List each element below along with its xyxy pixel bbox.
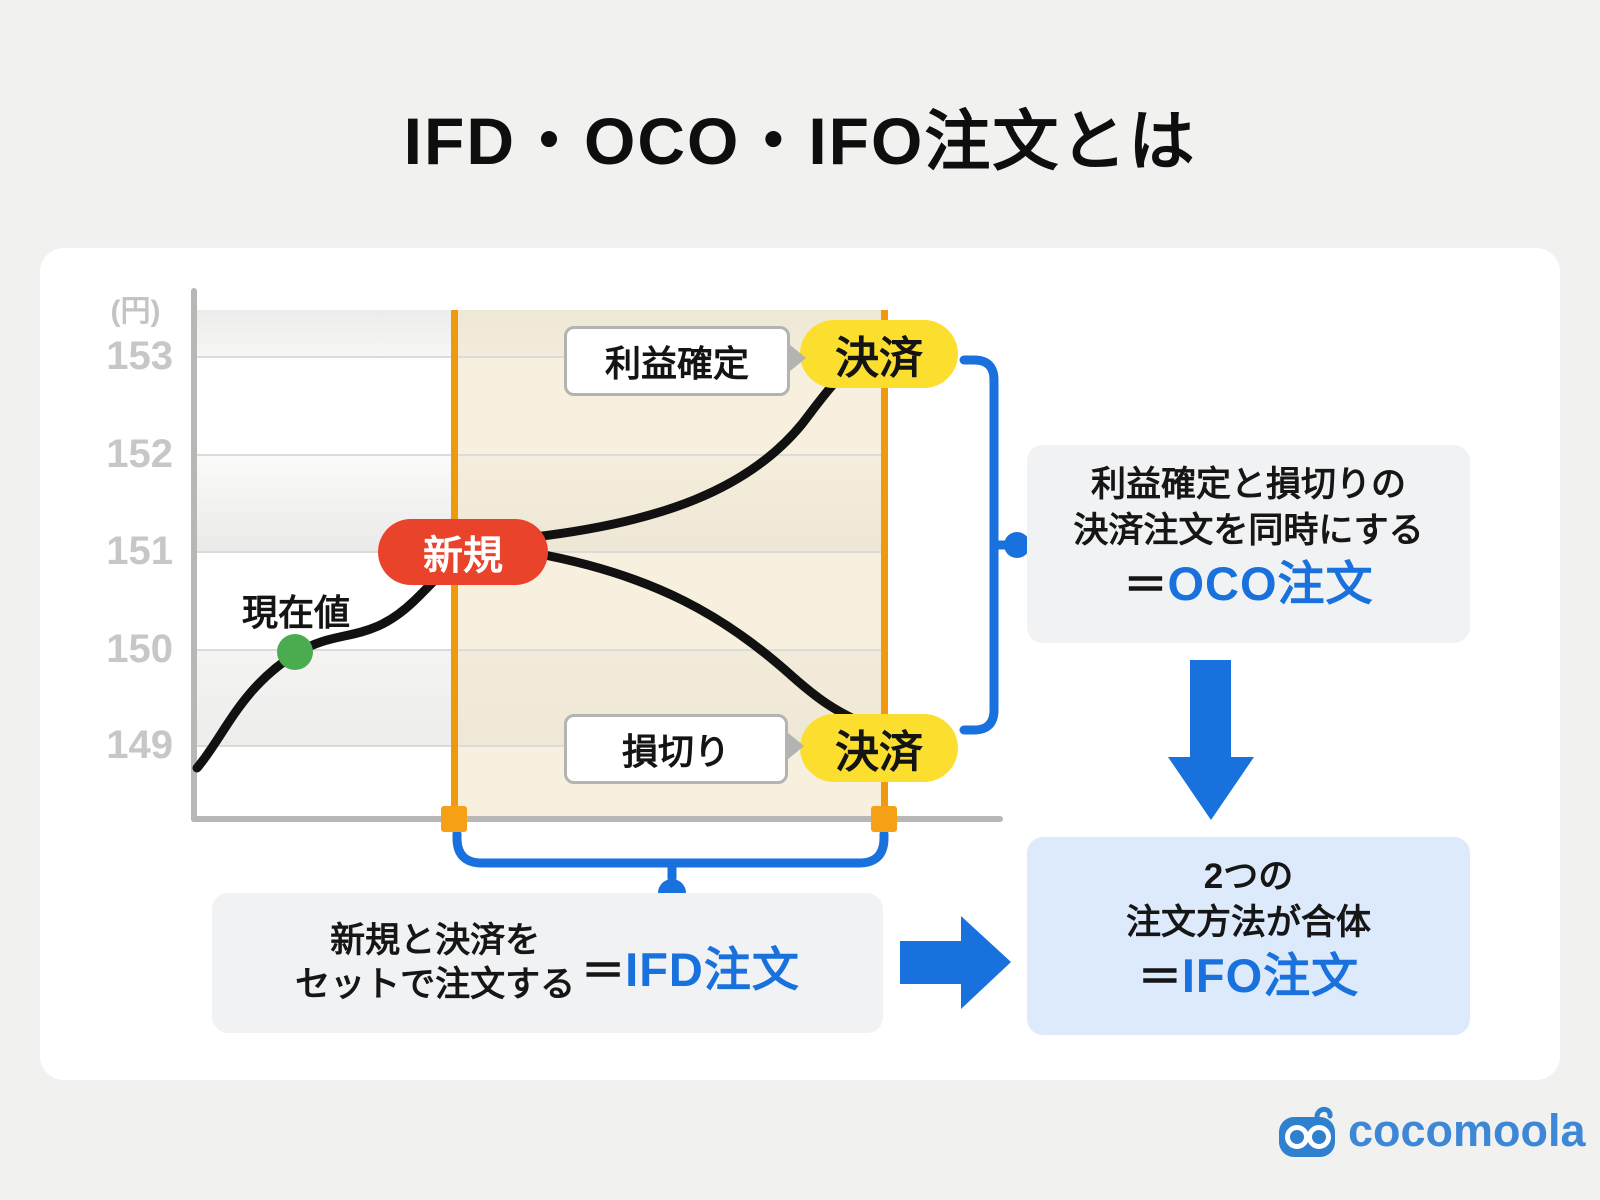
page-title: IFD・OCO・IFO注文とは bbox=[403, 104, 1197, 178]
exit-order-line bbox=[881, 310, 888, 816]
new-order-pill: 新規 bbox=[378, 519, 548, 585]
ifo-note-line1: 2つの bbox=[1203, 857, 1294, 896]
ifd-note-line1: 新規と決済を bbox=[330, 921, 541, 960]
ifd-note-box: 新規と決済を セットで注文する ＝IFD注文 bbox=[212, 893, 883, 1033]
oco-name: OCO注文 bbox=[1167, 557, 1374, 610]
brand-logo: cocomoola bbox=[1276, 1104, 1586, 1158]
ifd-name: IFD注文 bbox=[625, 943, 800, 996]
oco-note-box: 利益確定と損切りの 決済注文を同時にする ＝OCO注文 bbox=[1027, 445, 1470, 643]
gridline-152 bbox=[197, 454, 888, 456]
stop-loss-pointer-icon bbox=[787, 732, 804, 760]
oco-note-line2: 決済注文を同時にする bbox=[1073, 511, 1424, 550]
y-axis bbox=[191, 288, 197, 822]
ifo-note-box: 2つの 注文方法が合体 ＝IFO注文 bbox=[1027, 837, 1470, 1035]
oco-note-name: ＝OCO注文 bbox=[1123, 554, 1373, 626]
ifd-note-line2: セットで注文する bbox=[295, 965, 576, 1004]
current-price-label: 現在値 bbox=[241, 592, 350, 633]
y-tick-153: 153 bbox=[106, 334, 173, 378]
gridline-149 bbox=[197, 745, 888, 747]
entry-axis-marker bbox=[441, 806, 467, 832]
oco-note-line1: 利益確定と損切りの bbox=[1090, 465, 1406, 504]
y-tick-149: 149 bbox=[106, 723, 173, 767]
y-tick-151: 151 bbox=[106, 529, 173, 573]
brand-logo-text: cocomoola bbox=[1348, 1105, 1586, 1156]
take-profit-tag: 利益確定 bbox=[564, 326, 790, 396]
ifo-name: IFO注文 bbox=[1181, 949, 1360, 1002]
settlement-pill-bottom: 決済 bbox=[800, 714, 958, 782]
piggy-bank-icon bbox=[1279, 1106, 1335, 1157]
x-axis bbox=[191, 816, 1003, 822]
stop-loss-tag: 損切り bbox=[564, 714, 788, 784]
take-profit-pointer-icon bbox=[789, 344, 806, 372]
exit-axis-marker bbox=[871, 806, 897, 832]
ifo-note-line2: 注文方法が合体 bbox=[1125, 903, 1371, 942]
settlement-pill-top: 決済 bbox=[800, 320, 958, 388]
y-tick-150: 150 bbox=[106, 627, 173, 671]
ifo-note-name: ＝IFO注文 bbox=[1138, 946, 1359, 1018]
ifd-equals: ＝ bbox=[581, 947, 626, 996]
y-axis-unit-label: (円) bbox=[110, 295, 161, 328]
ifd-note-name: ＝IFD注文 bbox=[581, 940, 800, 1012]
y-tick-152: 152 bbox=[106, 432, 173, 476]
oco-equals: ＝ bbox=[1123, 561, 1168, 610]
ifo-equals: ＝ bbox=[1137, 953, 1182, 1002]
current-price-dot bbox=[277, 634, 313, 670]
